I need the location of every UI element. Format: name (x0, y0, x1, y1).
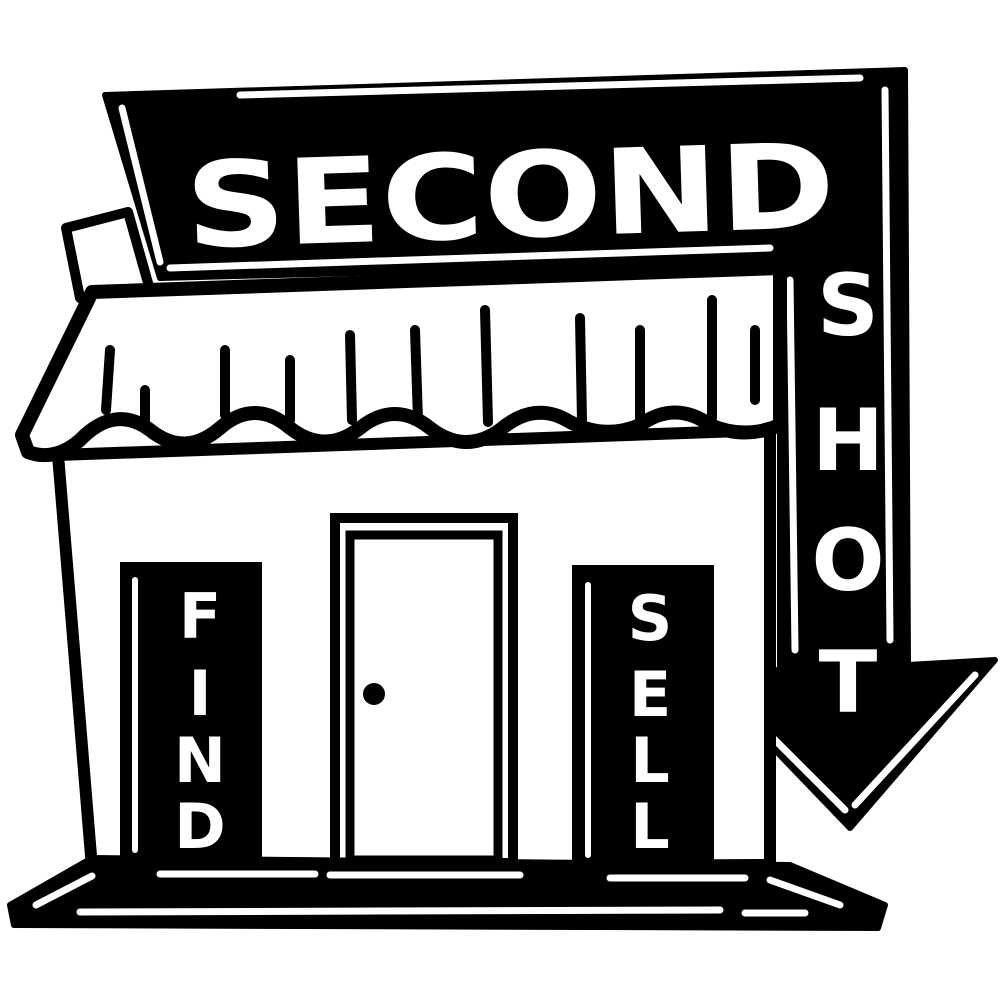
left-window (120, 562, 262, 860)
sign-stripes (118, 74, 979, 814)
window-letter-f: F (179, 580, 221, 653)
vertical-letter-o: O (811, 511, 884, 611)
door (330, 513, 518, 868)
right-window (572, 565, 714, 863)
window-letter-e: E (629, 658, 671, 731)
window-letter-i: I (188, 657, 211, 730)
vertical-letter-t: T (819, 633, 878, 733)
vertical-letter-h: H (812, 391, 884, 491)
window-letter-s: S (628, 582, 673, 655)
awning-stripes (101, 295, 760, 427)
window-letter-d: D (174, 790, 225, 863)
window-letter-l1: L (630, 724, 670, 797)
banner-word-second: SECOND (183, 117, 837, 275)
sidewalk (7, 855, 888, 931)
door-knob (363, 683, 385, 705)
window-letter-n: N (174, 724, 226, 797)
sidewalk-stripes (32, 870, 844, 917)
vertical-letter-s: S (817, 256, 879, 356)
window-letter-l2: L (630, 790, 670, 863)
awning (15, 261, 787, 462)
